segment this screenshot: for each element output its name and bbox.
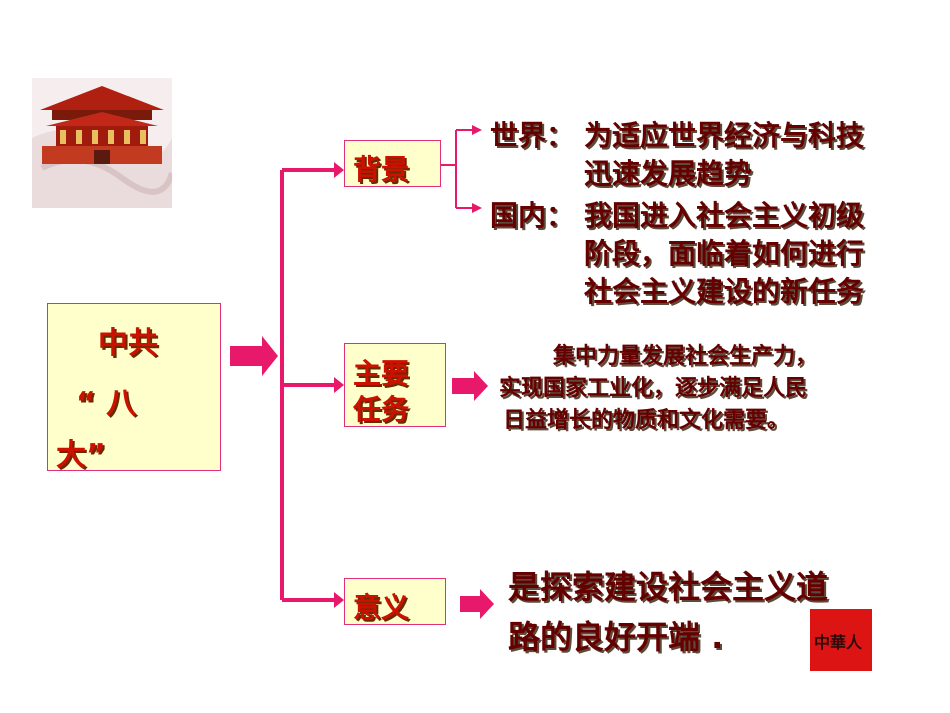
arrowhead-task xyxy=(334,377,344,393)
task-label-2: 任务 xyxy=(353,393,410,426)
task-text-2: 实现国家工业化，逐步满足人民 xyxy=(499,376,808,401)
root-line-1: 中共 xyxy=(98,326,158,361)
task-text-1: 集中力量发展社会生产力， xyxy=(553,344,818,369)
root-line-3: 大” xyxy=(56,438,106,473)
tiananmen-image xyxy=(32,78,172,208)
root-line-2: “ 八 xyxy=(76,386,137,421)
world-label: 世界： xyxy=(490,119,575,152)
domestic-text-1: 我国进入社会主义初级 xyxy=(584,199,865,232)
background-box: 背景 xyxy=(344,140,441,187)
task-box: 主要 任务 xyxy=(344,343,446,427)
task-label-1: 主要 xyxy=(353,357,410,390)
significance-text-1: 是探索建设社会主义道 xyxy=(508,568,829,606)
domestic-text-3: 社会主义建设的新任务 xyxy=(584,275,865,308)
red-stamp-image: 中華人 xyxy=(810,609,872,671)
stamp-text: 中華人 xyxy=(814,633,863,652)
significance-text-2: 路的良好开端 . xyxy=(508,618,724,656)
arrowhead-significance xyxy=(334,592,344,608)
domestic-label: 国内： xyxy=(490,199,575,232)
task-text-3: 日益增长的物质和文化需要。 xyxy=(503,408,790,433)
task-arrow xyxy=(452,371,488,401)
significance-box: 意义 xyxy=(344,578,446,625)
root-arrow xyxy=(230,336,278,376)
significance-arrow xyxy=(460,589,494,619)
world-text-2: 迅速发展趋势 xyxy=(584,157,753,190)
world-text-1: 为适应世界经济与科技 xyxy=(584,119,865,152)
domestic-text-2: 阶段，面临着如何进行 xyxy=(584,237,865,270)
root-box: 中共 “ 八 大” xyxy=(47,303,221,473)
significance-label: 意义 xyxy=(353,591,410,624)
background-label: 背景 xyxy=(353,153,410,186)
arrowhead-background xyxy=(334,162,344,178)
